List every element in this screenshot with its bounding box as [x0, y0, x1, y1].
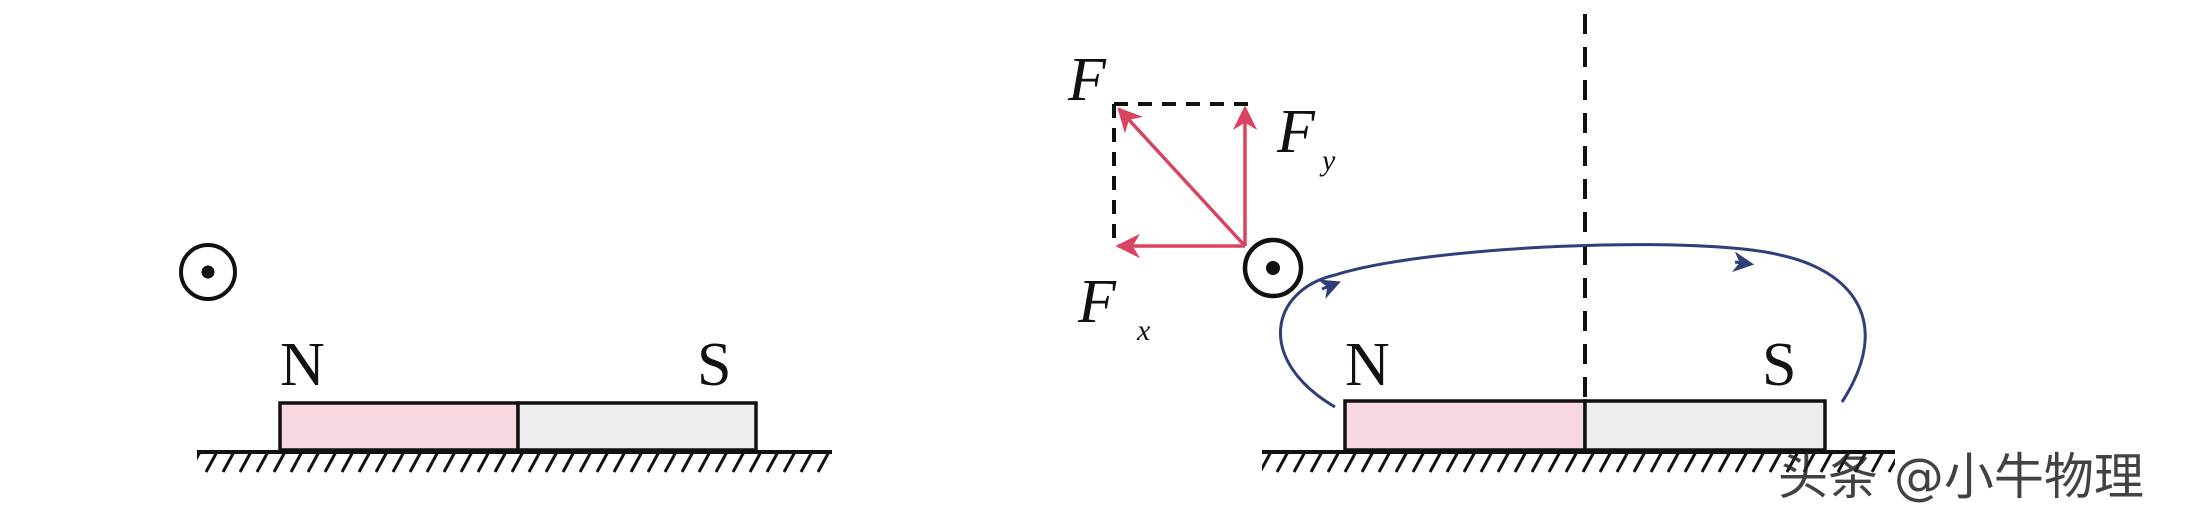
svg-text:F: F	[1276, 98, 1316, 166]
force-arrows	[1115, 105, 1258, 259]
svg-text:x: x	[1136, 314, 1151, 347]
right-magnet-north-half	[1343, 399, 1587, 452]
svg-text:F: F	[1077, 268, 1117, 336]
force-fx-label: F x	[1077, 268, 1151, 347]
left-magnet-north-half	[278, 401, 520, 452]
right-south-label: S	[1762, 331, 1796, 399]
left-figure: N S	[179, 243, 832, 480]
force-f-label: F	[1067, 46, 1107, 114]
right-bar-magnet	[1343, 399, 1827, 452]
left-south-label: S	[697, 331, 731, 399]
current-out-of-page-icon	[1242, 237, 1304, 299]
left-ground	[197, 450, 832, 480]
right-north-label: N	[1345, 331, 1390, 399]
current-out-of-page-icon	[179, 243, 237, 301]
watermark: 头条 @小牛物理	[1778, 448, 2144, 506]
right-magnet-south-half	[1583, 399, 1827, 452]
force-f-arrow	[1117, 107, 1247, 248]
force-fy-label: F y	[1276, 98, 1336, 177]
left-magnet-south-half	[516, 401, 758, 452]
right-ground	[1262, 450, 1895, 480]
left-bar-magnet	[278, 401, 758, 452]
svg-text:y: y	[1319, 144, 1336, 177]
magnetic-field-line	[1279, 243, 1867, 409]
left-north-label: N	[280, 331, 325, 399]
right-figure: F F y F x N S	[1067, 14, 1895, 480]
force-dashed-box	[1112, 102, 1248, 248]
